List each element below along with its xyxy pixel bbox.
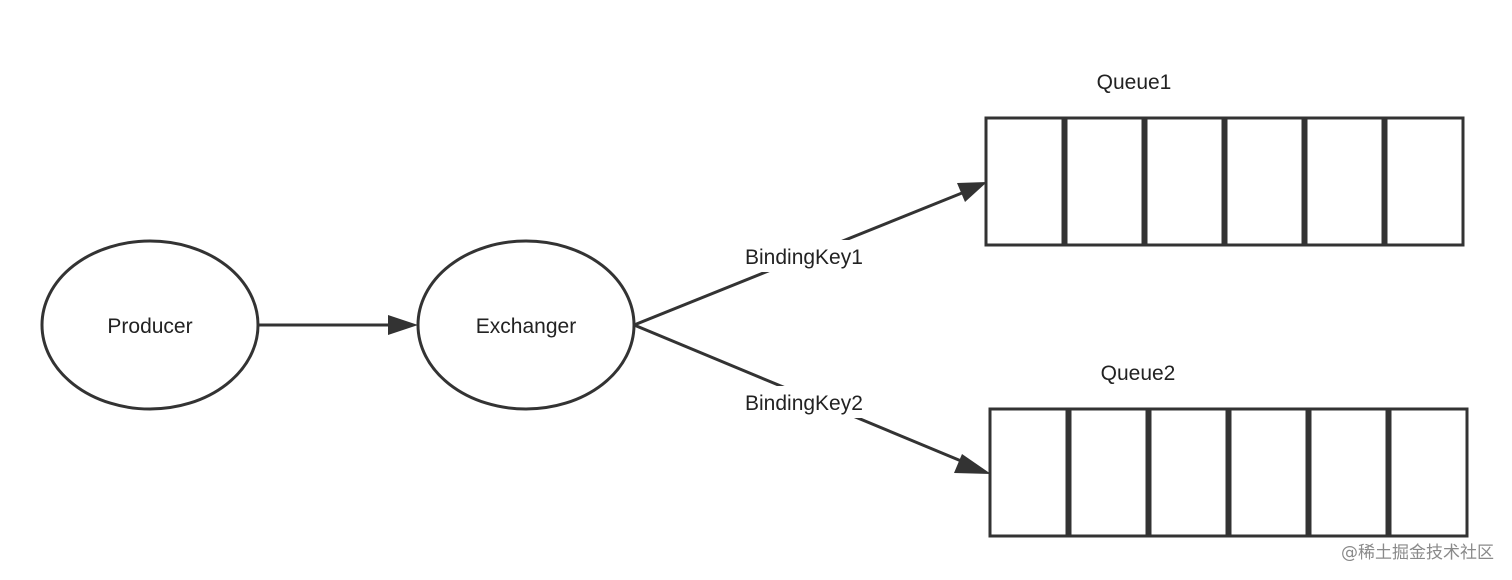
edge-label-bindingkey1: BindingKey1 — [745, 246, 863, 269]
queue1-label: Queue1 — [1097, 71, 1172, 94]
arrowhead-exchanger — [388, 315, 418, 335]
arrowhead-queue1 — [957, 182, 987, 202]
queue1[interactable] — [984, 116, 1465, 247]
queue2-slot — [988, 407, 1069, 538]
queue2-slot — [1388, 407, 1469, 538]
queue2-slot — [1148, 407, 1229, 538]
producer-label: Producer — [107, 315, 192, 338]
edge-label-group-1: BindingKey1 — [742, 240, 878, 272]
queue1-slot — [1144, 116, 1225, 247]
queue2[interactable] — [988, 407, 1469, 538]
node-exchanger[interactable]: Exchanger — [416, 239, 636, 411]
producer-ellipse — [40, 239, 260, 411]
edge-label-bindingkey2: BindingKey2 — [745, 392, 863, 415]
queue1-slot — [1304, 116, 1385, 247]
queue1-slot — [1064, 116, 1145, 247]
queue1-slot — [984, 116, 1065, 247]
queue2-slot — [1228, 407, 1309, 538]
queue2-slot — [1308, 407, 1389, 538]
queue2-label: Queue2 — [1101, 362, 1176, 385]
exchanger-ellipse — [416, 239, 636, 411]
watermark: @稀土掘金技术社区 — [1341, 543, 1494, 563]
arrowhead-queue2 — [954, 454, 991, 474]
queue2-slot — [1068, 407, 1149, 538]
queue1-slot — [1384, 116, 1465, 247]
queue1-slot — [1224, 116, 1305, 247]
edge-label-group-2: BindingKey2 — [742, 386, 880, 418]
exchanger-label: Exchanger — [476, 315, 576, 338]
node-producer[interactable]: Producer — [40, 239, 260, 411]
